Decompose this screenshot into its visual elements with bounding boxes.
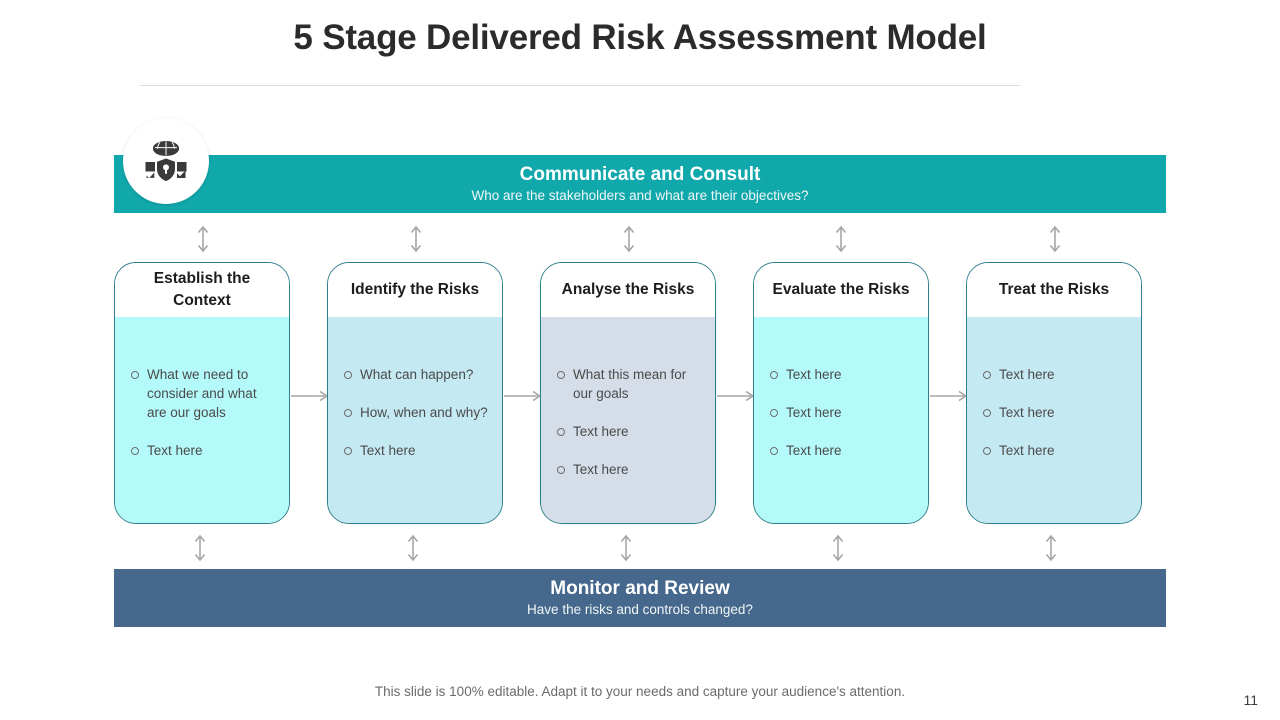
top-band-title: Communicate and Consult <box>519 163 761 185</box>
list-item: Text here <box>981 365 1131 384</box>
list-item: Text here <box>555 460 705 479</box>
double-headed-vertical-arrow-icon <box>621 224 637 254</box>
list-item: Text here <box>342 441 492 460</box>
stage-card-analyse-the-risks[interactable]: Analyse the Risks What this mean for our… <box>540 262 716 524</box>
stage-card-title: Identify the Risks <box>328 263 502 317</box>
list-item: What can happen? <box>342 365 492 384</box>
globe-shield-checklist-icon <box>123 118 209 204</box>
footer-note: This slide is 100% editable. Adapt it to… <box>374 684 906 699</box>
double-headed-vertical-arrow-icon <box>192 533 208 563</box>
stage-bullet-list: Text here Text here Text here <box>967 365 1141 460</box>
stage-bullet-list: Text here Text here Text here <box>754 365 928 460</box>
list-item: Text here <box>981 441 1131 460</box>
list-item: Text here <box>768 365 918 384</box>
double-headed-vertical-arrow-icon <box>1043 533 1059 563</box>
stage-bullet-list: What can happen? How, when and why? Text… <box>328 365 502 460</box>
list-item: Text here <box>555 422 705 441</box>
stage-card-establish-the-context[interactable]: Establish the Context What we need to co… <box>114 262 290 524</box>
stage-card-body: What we need to consider and what are ou… <box>115 317 289 523</box>
top-band-subtitle: Who are the stakeholders and what are th… <box>471 187 809 203</box>
stage-card-title: Evaluate the Risks <box>754 263 928 317</box>
stage-card-title-text: Treat the Risks <box>998 281 1110 298</box>
stage-card-body: Text here Text here Text here <box>967 317 1141 523</box>
list-item: Text here <box>981 403 1131 422</box>
stage-card-title: Treat the Risks <box>967 263 1141 317</box>
stage-card-body: What can happen? How, when and why? Text… <box>328 317 502 523</box>
bottom-band-title: Monitor and Review <box>550 577 730 599</box>
stage-bullet-list: What this mean for our goals Text here T… <box>541 365 715 479</box>
stage-card-identify-the-risks[interactable]: Identify the Risks What can happen? How,… <box>327 262 503 524</box>
stage-card-title: Analyse the Risks <box>541 263 715 317</box>
double-headed-vertical-arrow-icon <box>408 224 424 254</box>
stage-card-body: What this mean for our goals Text here T… <box>541 317 715 523</box>
title-divider <box>140 85 1020 86</box>
stage-card-evaluate-the-risks[interactable]: Evaluate the Risks Text here Text here T… <box>753 262 929 524</box>
double-headed-vertical-arrow-icon <box>195 224 211 254</box>
list-item: Text here <box>768 403 918 422</box>
list-item: Text here <box>129 441 279 460</box>
monitor-and-review-band: Monitor and Review Have the risks and co… <box>114 569 1166 627</box>
stage-bullet-list: What we need to consider and what are ou… <box>115 365 289 460</box>
bottom-band-subtitle: Have the risks and controls changed? <box>527 601 753 617</box>
double-headed-vertical-arrow-icon <box>618 533 634 563</box>
list-item: What we need to consider and what are ou… <box>129 365 279 422</box>
communicate-and-consult-band: Communicate and Consult Who are the stak… <box>114 155 1166 213</box>
stage-card-title-text: Establish the Context <box>153 270 251 309</box>
list-item: How, when and why? <box>342 403 492 422</box>
page-number: 11 <box>1243 692 1258 708</box>
double-headed-vertical-arrow-icon <box>833 224 849 254</box>
double-headed-vertical-arrow-icon <box>1047 224 1063 254</box>
stage-card-body: Text here Text here Text here <box>754 317 928 523</box>
stage-card-title: Establish the Context <box>115 263 289 317</box>
page-title: 5 Stage Delivered Risk Assessment Model <box>293 18 987 57</box>
list-item: Text here <box>768 441 918 460</box>
stage-card-treat-the-risks[interactable]: Treat the Risks Text here Text here Text… <box>966 262 1142 524</box>
stage-card-title-text: Evaluate the Risks <box>772 281 910 298</box>
stage-card-title-text: Identify the Risks <box>350 281 480 298</box>
double-headed-vertical-arrow-icon <box>830 533 846 563</box>
stage-card-title-text: Analyse the Risks <box>561 281 695 298</box>
list-item: What this mean for our goals <box>555 365 705 403</box>
double-headed-vertical-arrow-icon <box>405 533 421 563</box>
